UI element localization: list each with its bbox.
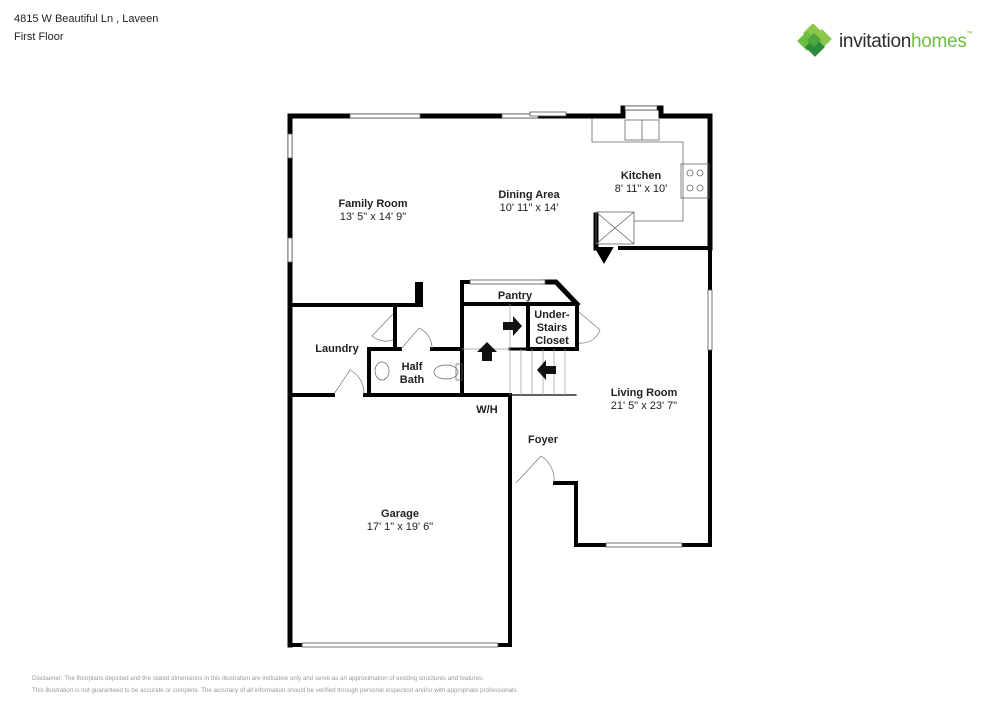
disclaimer-line-1: Disclaimer: The floorplans depicted and … <box>32 675 484 682</box>
living-room-label: Living Room <box>611 387 678 399</box>
kitchen-dims: 8' 11" x 10' <box>615 183 668 195</box>
disclaimer-line-2: This illustration is not guaranteed to b… <box>32 687 519 694</box>
door-half-bath <box>400 327 433 350</box>
laundry-label: Laundry <box>315 343 359 355</box>
door-closet <box>578 311 601 344</box>
pantry-label: Pantry <box>498 290 533 302</box>
living-room-dims: 21' 5" x 23' 7" <box>611 400 678 412</box>
foyer-label: Foyer <box>528 434 559 446</box>
property-address: 4815 W Beautiful Ln , Laveen <box>14 13 159 25</box>
under-stairs-label-2: Stairs <box>537 322 568 334</box>
logo-mark-icon <box>797 24 832 57</box>
half-bath-label-1: Half <box>402 361 423 373</box>
kitchen-label: Kitchen <box>621 170 662 182</box>
garage-label: Garage <box>381 508 419 520</box>
family-room-dims: 13' 5" x 14' 9" <box>340 211 407 223</box>
garage-dims: 17' 1" x 19' 6" <box>367 521 434 533</box>
dining-area-dims: 10' 11" x 14' <box>500 202 559 214</box>
door-laundry-garage <box>333 369 365 395</box>
water-heater-label: W/H <box>476 404 497 416</box>
invitation-homes-logo: invitationhomes™ <box>797 24 973 60</box>
door-front <box>515 455 555 484</box>
family-room-label: Family Room <box>338 198 407 210</box>
dining-area-label: Dining Area <box>498 189 560 201</box>
arrow-up-icon <box>477 342 497 361</box>
arrow-left-icon <box>537 360 556 380</box>
property-header: 4815 W Beautiful Ln , Laveen First Floor <box>14 10 158 46</box>
disclaimer: Disclaimer: The floorplans depicted and … <box>32 673 518 697</box>
door-laundry-family <box>371 313 394 342</box>
under-stairs-label-3: Closet <box>535 335 569 347</box>
stair-arrow-icons <box>477 316 556 380</box>
floor-label: First Floor <box>14 31 64 43</box>
half-bath-label-2: Bath <box>400 374 425 386</box>
arrow-right-icon <box>503 316 522 336</box>
logo-wordmark: invitationhomes™ <box>839 31 973 52</box>
under-stairs-label-1: Under- <box>534 309 570 321</box>
